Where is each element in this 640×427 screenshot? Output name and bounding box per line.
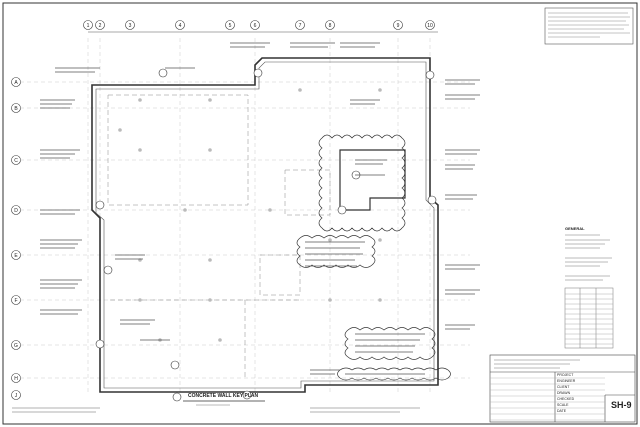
title-block-label: SCALE [557, 403, 569, 407]
column-dot [138, 98, 142, 102]
grid-row-bubble: C [11, 155, 21, 165]
grid-column-bubble: 10 [425, 20, 435, 30]
concrete-wall-outline [91, 57, 439, 393]
grid-row-bubble: F [11, 295, 21, 305]
column-dot [208, 258, 212, 262]
grid-row-label: B [14, 106, 18, 112]
section-callouts [95, 68, 437, 400]
grid-row-label: F [14, 298, 17, 304]
grid-row-label: G [14, 343, 18, 349]
top-right-note-box [544, 7, 634, 45]
right-notes-column [565, 234, 612, 281]
grid-row-bubble: B [11, 103, 21, 113]
grid-row-label: A [14, 80, 18, 86]
grid-row-label: E [14, 253, 18, 259]
column-dot [328, 238, 332, 242]
grid-column-bubble: 3 [125, 20, 135, 30]
title-block-label: DATE [557, 409, 567, 413]
column-dot [118, 128, 122, 132]
column-dot [218, 338, 222, 342]
grid-row-markers: A B C D E F G H J [11, 77, 21, 400]
grid-row-bubble: J [11, 390, 21, 400]
grid-column-label: 4 [179, 23, 182, 29]
column-dot [208, 148, 212, 152]
grid-column-bubble: 2 [95, 20, 105, 30]
revision-clouds [296, 134, 451, 381]
interior-dashed-lines [107, 94, 331, 378]
grid-column-bubble: 6 [250, 20, 260, 30]
grid-row-bubble: E [11, 250, 21, 260]
column-dot [328, 298, 332, 302]
grid-column-label: 9 [397, 23, 400, 29]
column-markers [118, 88, 382, 342]
schedule-table-rows [565, 293, 613, 345]
wall-inner-line [95, 61, 435, 389]
column-dot [378, 298, 382, 302]
title-block-label: CLIENT [557, 385, 570, 389]
column-dot [208, 98, 212, 102]
grid-column-label: 2 [99, 23, 102, 29]
title-block-header-lines [494, 359, 580, 369]
column-dot [183, 208, 187, 212]
column-dot [378, 238, 382, 242]
title-block-label: DRAWN [557, 391, 571, 395]
grid-column-bubble: 9 [393, 20, 403, 30]
column-dot [138, 148, 142, 152]
column-dot [298, 88, 302, 92]
grid-column-bubble: 8 [325, 20, 335, 30]
title-block-label: ENGINEER [557, 379, 576, 383]
column-dot [138, 298, 142, 302]
title-block-rows [490, 377, 605, 421]
grid-column-label: 6 [254, 23, 257, 29]
general-notes-label: GENERAL [565, 226, 585, 231]
grid-column-label: 7 [299, 23, 302, 29]
grid-column-markers: 1 2 3 4 5 6 7 8 9 10 [83, 20, 435, 30]
grid-column-bubble: 4 [175, 20, 185, 30]
grid-row-label: H [14, 376, 18, 382]
plan-title: CONCRETE WALL KEY PLAN [188, 393, 259, 399]
column-dot [268, 208, 272, 212]
grid-row-bubble: H [11, 373, 21, 383]
grid-row-bubble: D [11, 205, 21, 215]
grid-row-label: C [14, 158, 18, 164]
bottom-center-notes [310, 407, 420, 413]
grid-column-label: 1 [87, 23, 90, 29]
grid-column-label: 5 [229, 23, 232, 29]
grid-row-bubble: A [11, 77, 21, 87]
grid-column-bubble: 5 [225, 20, 235, 30]
grid-column-label: 3 [129, 23, 132, 29]
schedule-table [564, 287, 614, 349]
grid-row-label: J [15, 393, 18, 399]
title-block-label: PROJECT [557, 373, 574, 377]
column-dot [208, 298, 212, 302]
title-block [489, 354, 636, 423]
grid-row-bubble: G [11, 340, 21, 350]
wall-annotations [40, 42, 480, 375]
column-dot [378, 88, 382, 92]
title-block-label: CHECKED [557, 397, 575, 401]
grid-column-label: 8 [329, 23, 332, 29]
plan-title-block [172, 392, 265, 406]
sheet-number: SH-9 [611, 400, 632, 410]
grid-column-bubble: 7 [295, 20, 305, 30]
bottom-left-notes [12, 407, 100, 413]
grid-column-label: 10 [427, 23, 433, 29]
grid-column-bubble: 1 [83, 20, 93, 30]
grid-row-label: D [14, 208, 18, 214]
core-wall [339, 149, 406, 211]
